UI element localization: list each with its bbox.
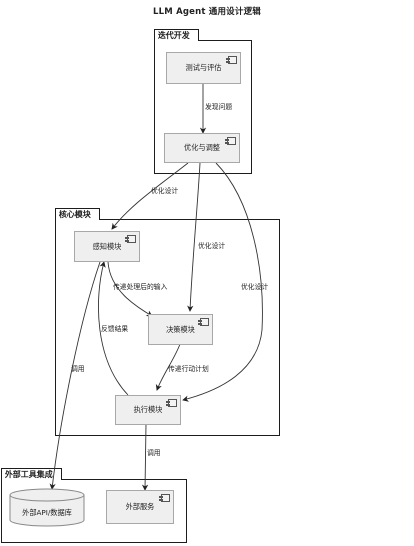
edge-execution-to-service	[141, 423, 149, 491]
edge-label-feedback-result: 反馈结果	[101, 325, 129, 333]
edge-label-pass-processed-input: 传递处理后的输入	[113, 283, 168, 291]
edge-optimize-to-perception	[111, 162, 189, 230]
component-perception[interactable]: 感知模块	[74, 231, 140, 262]
edge-label-optimize-design-3: 优化设计	[241, 283, 269, 291]
component-execution-label: 执行模块	[133, 405, 163, 414]
component-test-eval-label: 测试与评估	[185, 63, 222, 72]
edge-optimize-to-execution	[182, 162, 263, 402]
edge-label-optimize-design-1: 优化设计	[151, 187, 179, 195]
edge-label-find-issue: 发现问题	[205, 103, 233, 111]
package-iteration-tab: 迭代开发	[153, 29, 199, 41]
component-icon	[166, 399, 177, 407]
edge-perception-to-database	[49, 261, 101, 490]
component-icon	[159, 494, 170, 502]
component-icon	[198, 318, 209, 326]
component-decision[interactable]: 决策模块	[148, 314, 213, 345]
component-service[interactable]: 外部服务	[106, 490, 174, 524]
edge-execution-to-perception	[98, 261, 129, 396]
component-decision-label: 决策模块	[166, 324, 195, 334]
edge-optimize-to-decision	[187, 162, 201, 312]
package-core-tab: 核心模块	[54, 208, 100, 220]
package-external-tab: 外部工具集成	[0, 468, 62, 480]
component-icon	[226, 56, 237, 64]
component-icon	[125, 235, 136, 243]
component-execution[interactable]: 执行模块	[115, 395, 181, 425]
component-icon	[225, 137, 236, 145]
component-perception-label: 感知模块	[92, 241, 122, 251]
component-test-eval[interactable]: 测试与评估	[166, 52, 241, 84]
component-optimize-label: 优化与调整	[184, 143, 220, 152]
edge-decision-to-execution	[155, 343, 181, 391]
edge-label-call-1: 调用	[71, 365, 85, 373]
component-optimize[interactable]: 优化与调整	[164, 133, 240, 163]
diagram-title: LLM Agent 通用设计逻辑	[153, 7, 261, 17]
edge-label-optimize-design-2: 优化设计	[198, 242, 226, 250]
edge-label-call-2: 调用	[147, 449, 161, 457]
component-database-label: 外部API/数据库	[22, 508, 72, 517]
edge-perception-to-decision	[107, 261, 153, 317]
component-service-label: 外部服务	[125, 502, 155, 511]
edge-label-pass-action-plan: 传递行动计划	[168, 365, 209, 373]
